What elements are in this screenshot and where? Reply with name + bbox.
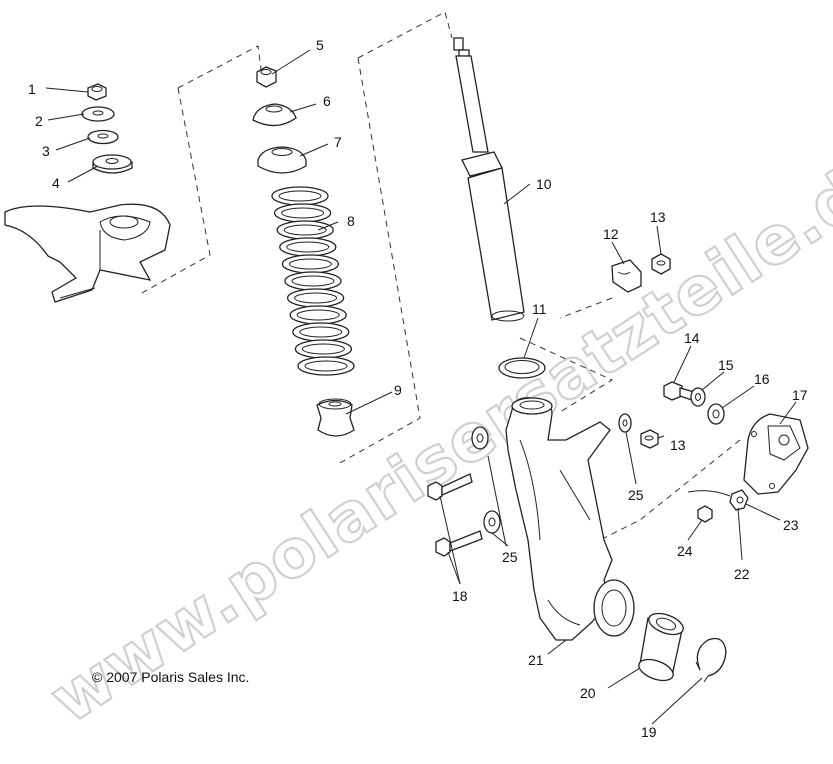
callout-7: 7 [334, 134, 342, 150]
part-4-bushing [92, 154, 133, 174]
part-11-o-ring [498, 357, 546, 379]
callout-5: 5 [316, 37, 324, 53]
copyright-notice: © 2007 Polaris Sales Inc. [92, 669, 249, 685]
part-25-washer [618, 413, 632, 433]
callout-20: 20 [580, 685, 596, 701]
leader-lines [45, 49, 797, 725]
part-15-washer [690, 387, 706, 407]
part-6-spring-retainer [252, 103, 297, 127]
spring-coil [273, 203, 332, 223]
callout-25b: 25 [502, 549, 518, 565]
callout-9: 9 [394, 382, 402, 398]
part-20-wheel-bearing [638, 612, 684, 682]
spring-coil [294, 339, 353, 359]
spring-coil [286, 288, 345, 308]
part-8-coil-spring [271, 186, 355, 376]
part-1-nut [87, 83, 107, 101]
callout-22: 22 [734, 566, 750, 582]
spring-coil [292, 322, 350, 342]
callout-labels: 1 2 3 4 5 6 7 8 9 10 11 12 13 14 15 16 1… [28, 37, 808, 740]
callout-2: 2 [35, 113, 43, 129]
spring-coil-inner [283, 224, 327, 236]
callout-10: 10 [536, 176, 552, 192]
spring-coil-inner [288, 258, 332, 270]
spring-coil-inner [299, 326, 343, 338]
spring-coil-inner [291, 275, 335, 287]
part-13-nut [651, 253, 671, 275]
spring-coil-inner [294, 292, 338, 304]
callout-17: 17 [792, 387, 808, 403]
part-18-bolts [427, 473, 483, 557]
callout-19: 19 [641, 724, 657, 740]
callout-11: 11 [532, 301, 547, 317]
part-24-bolt [697, 505, 713, 523]
spring-coil [271, 186, 329, 206]
part-14-bolt [663, 381, 695, 401]
part-10-shock-absorber [453, 37, 525, 322]
callout-21: 21 [528, 652, 544, 668]
spring-coil [284, 271, 342, 291]
callout-1: 1 [28, 81, 36, 97]
callout-13: 13 [650, 209, 666, 225]
part-7-spring-seat [257, 146, 307, 174]
part-5-nut [256, 66, 277, 88]
callout-25: 25 [628, 487, 644, 503]
callout-6: 6 [323, 93, 331, 109]
frame-bracket [4, 203, 171, 303]
spring-coil [276, 220, 334, 240]
callout-3: 3 [42, 143, 50, 159]
callout-18: 18 [452, 588, 468, 604]
part-16-washer [707, 403, 725, 425]
callout-15: 15 [718, 357, 734, 373]
part-25-washers [471, 426, 501, 534]
part-17-brake-caliper [743, 413, 809, 495]
spring-coil-inner [278, 190, 322, 202]
callout-23: 23 [783, 517, 799, 533]
part-13-nut-lower [640, 429, 659, 449]
part-3-washer [87, 129, 119, 145]
part-9-bump-stop [316, 398, 355, 437]
part-12-clip [611, 259, 642, 293]
part-2-washer [81, 106, 115, 122]
callout-14: 14 [684, 330, 700, 346]
spring-coil-inner [301, 343, 345, 355]
part-22-23-sensor-assembly [687, 489, 749, 511]
part-21-steering-knuckle [505, 397, 635, 641]
spring-coil-inner [304, 360, 348, 372]
callout-4: 4 [52, 175, 60, 191]
callout-13b: 13 [670, 437, 686, 453]
spring-coil [297, 356, 355, 376]
spring-coil-inner [286, 241, 330, 253]
spring-coil [281, 254, 340, 274]
callout-8: 8 [347, 213, 355, 229]
callout-16: 16 [754, 371, 770, 387]
callout-12: 12 [603, 226, 619, 242]
spring-coil-inner [296, 309, 340, 321]
spring-coil-inner [281, 207, 325, 219]
spring-coil [289, 305, 347, 325]
callout-24: 24 [677, 543, 693, 559]
part-19-snap-ring [695, 637, 727, 683]
spring-coil [279, 237, 337, 257]
